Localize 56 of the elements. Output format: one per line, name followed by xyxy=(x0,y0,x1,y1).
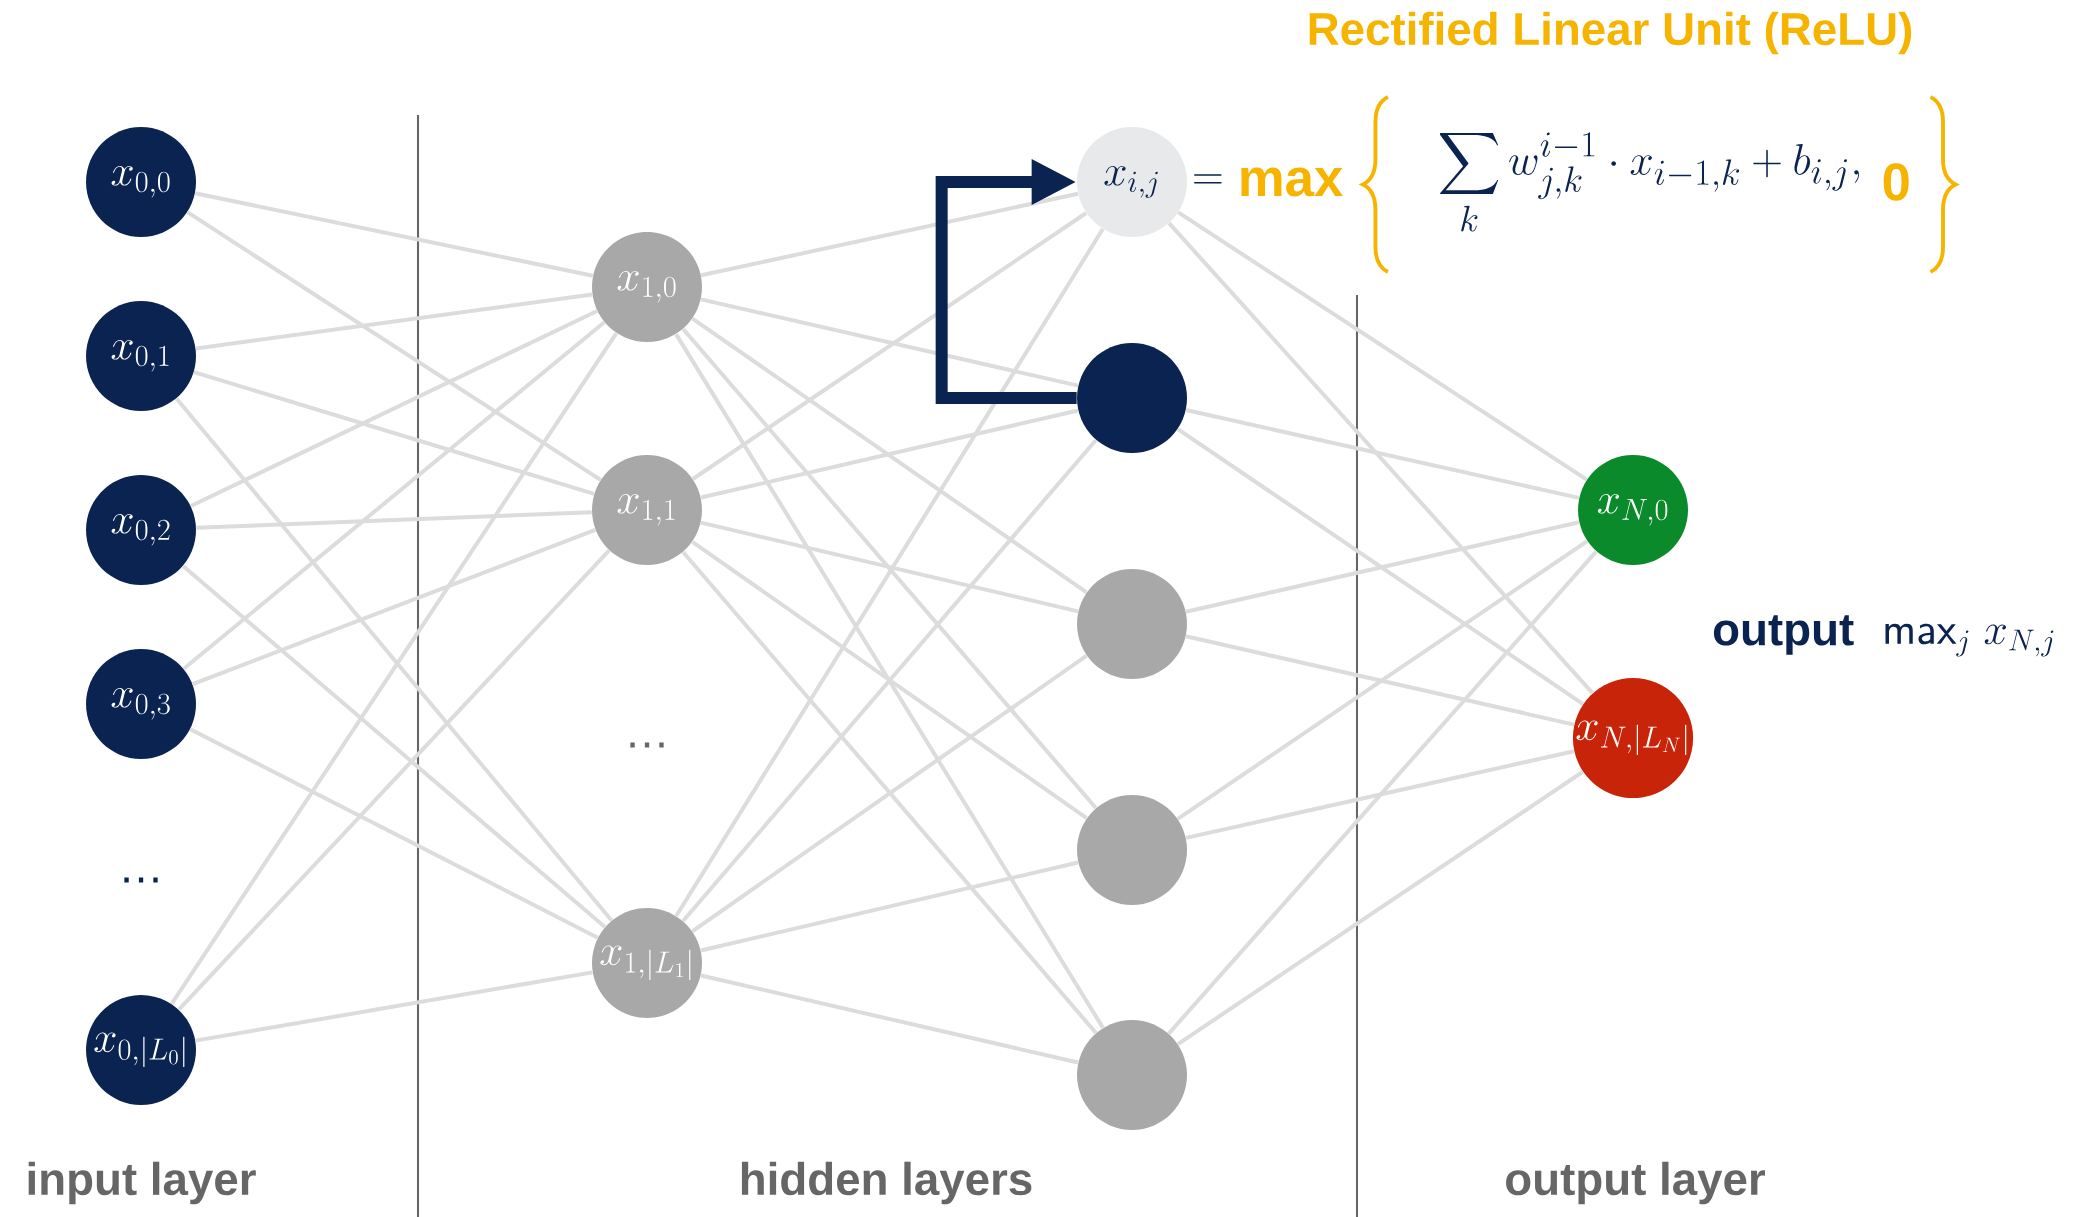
connection-line xyxy=(1176,427,1585,706)
connection-line xyxy=(195,970,593,1043)
connection-line xyxy=(191,527,597,687)
neuron-circle xyxy=(1077,343,1187,453)
connection-line xyxy=(691,211,1088,481)
connection-line xyxy=(195,292,593,351)
connection-line xyxy=(700,520,1079,614)
formula: $=$ xyxy=(1194,174,1222,184)
neuron-circle xyxy=(1077,569,1187,679)
connection-line xyxy=(691,316,1088,595)
connection-line xyxy=(674,333,1105,1029)
connection-line xyxy=(1185,749,1575,840)
connection-line xyxy=(181,564,607,929)
connection-line xyxy=(1177,210,1588,482)
heading: Rectified Linear Unit (ReLU) xyxy=(1309,11,1912,55)
layer-label: output layer xyxy=(1506,1161,1766,1205)
layer-label: hidden layers xyxy=(741,1161,1032,1205)
connection-line xyxy=(194,191,594,278)
output-label: output xyxy=(1713,615,1854,655)
layer-label: input layer xyxy=(28,1161,256,1205)
connection-line xyxy=(700,297,1079,388)
connection-line xyxy=(1185,634,1575,727)
connection-line xyxy=(189,727,599,940)
connection-line xyxy=(182,320,606,671)
formula: $\sum_k w^{i-1}_{j,k}\cdot x_{i-1,k}+b_{i,j},$ xyxy=(1440,132,1859,232)
connection-line xyxy=(190,309,598,508)
neuron-circle xyxy=(1077,795,1187,905)
connection-line xyxy=(1185,520,1580,614)
connection-line xyxy=(196,510,592,530)
connection-line xyxy=(186,210,602,482)
formula: $\mathbf{0}$ xyxy=(1883,163,1909,201)
connection-line xyxy=(681,438,1098,923)
feedback-arrow xyxy=(935,158,1077,404)
connection-line xyxy=(691,540,1088,820)
connection-line xyxy=(1176,770,1584,1046)
connection-line xyxy=(1167,550,1598,1035)
connection-line xyxy=(1167,221,1595,695)
output-formula: $\mathsf{max}_j\; x_{N,j}$ xyxy=(1885,623,2054,657)
formula: $\mathbf{max}$ xyxy=(1241,167,1343,197)
ellipsis: … xyxy=(630,742,664,748)
connection-line xyxy=(700,973,1079,1065)
connection-line xyxy=(193,370,595,496)
connection-line xyxy=(674,227,1105,918)
connection-line xyxy=(1176,539,1589,821)
connection-line xyxy=(681,550,1098,1035)
connection-line xyxy=(1185,408,1580,500)
connection-line xyxy=(700,191,1079,278)
connection-line xyxy=(681,327,1098,810)
connection-line xyxy=(169,332,619,1005)
neuron-circle xyxy=(1077,1020,1187,1130)
connection-line xyxy=(700,860,1079,953)
connection-line xyxy=(691,654,1088,933)
connection-line xyxy=(700,408,1079,500)
ellipsis: … xyxy=(124,877,158,883)
connection-line xyxy=(177,549,611,1011)
connection-line xyxy=(174,397,614,922)
